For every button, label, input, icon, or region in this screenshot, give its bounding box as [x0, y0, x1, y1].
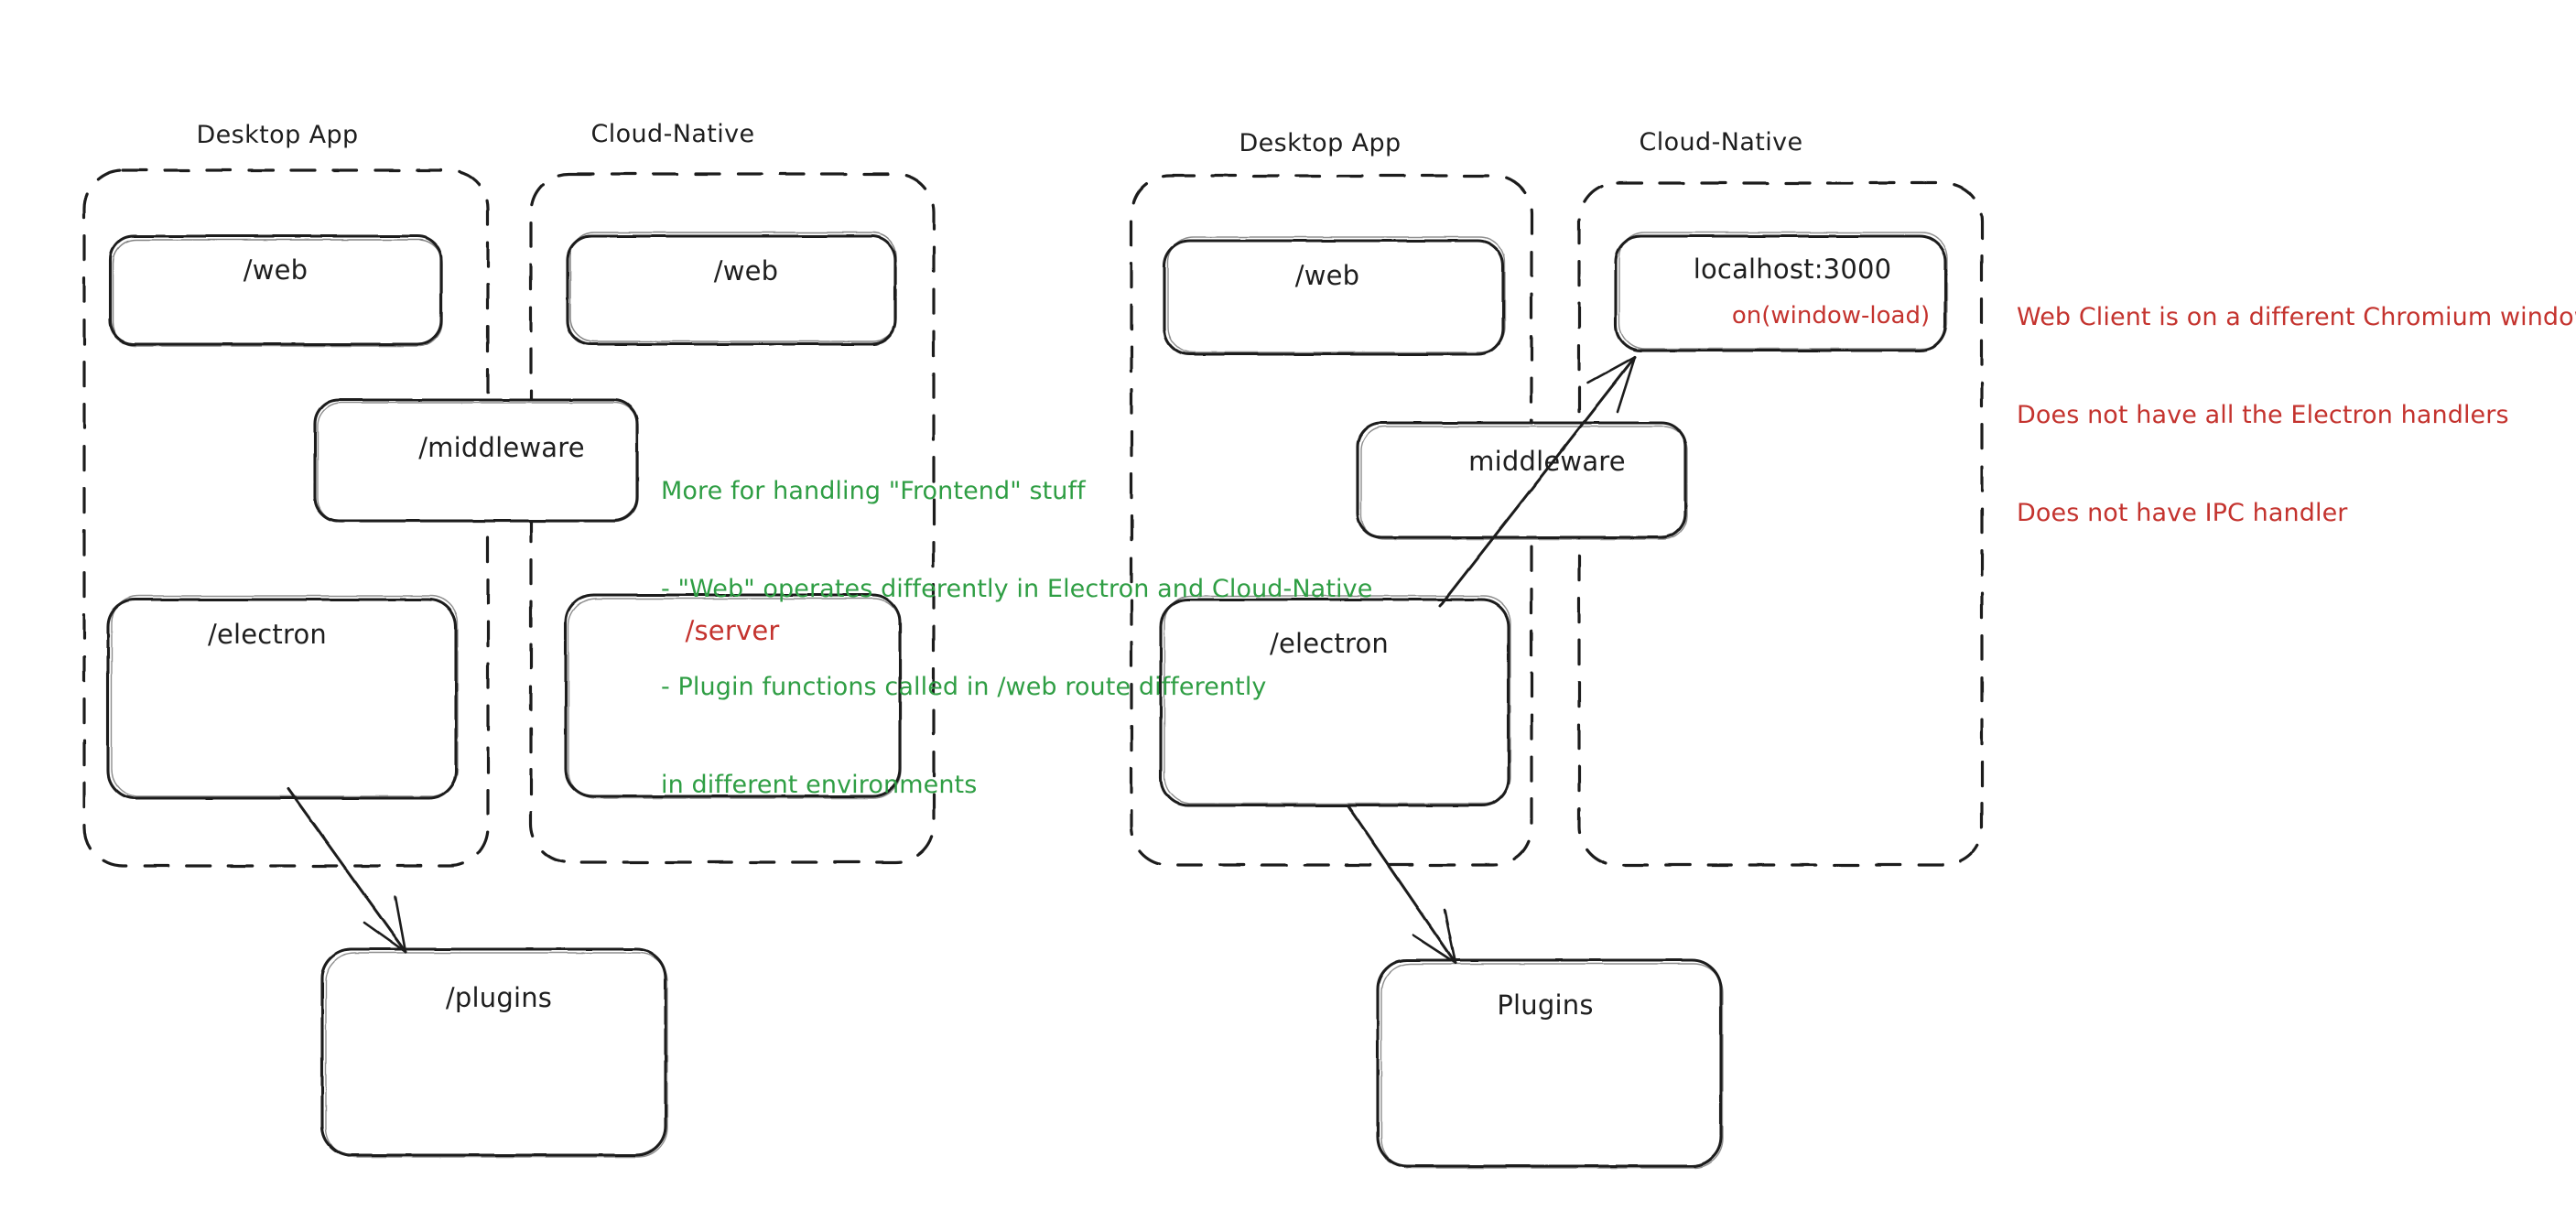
node-left-plugins[interactable]: [320, 947, 668, 1158]
node-left-middleware[interactable]: [313, 398, 639, 523]
arrow-right-electron-to-localhost: [1438, 355, 1637, 608]
arrow-left-electron-to-plugins: [287, 787, 407, 954]
node-right-cloud-localhost[interactable]: [1614, 232, 1948, 352]
node-right-desktop-web[interactable]: [1163, 236, 1506, 356]
node-left-cloud-server[interactable]: [564, 593, 902, 799]
node-left-cloud-web[interactable]: [566, 232, 897, 346]
node-left-desktop-web[interactable]: [108, 234, 443, 347]
node-right-middleware[interactable]: [1356, 421, 1688, 540]
right-diagram: [1130, 174, 1984, 1169]
left-diagram: [82, 168, 936, 1158]
node-right-desktop-electron[interactable]: [1159, 595, 1511, 807]
node-left-desktop-electron[interactable]: [106, 595, 459, 800]
arrow-right-electron-to-plugins: [1346, 804, 1457, 965]
node-right-plugins[interactable]: [1376, 958, 1724, 1169]
